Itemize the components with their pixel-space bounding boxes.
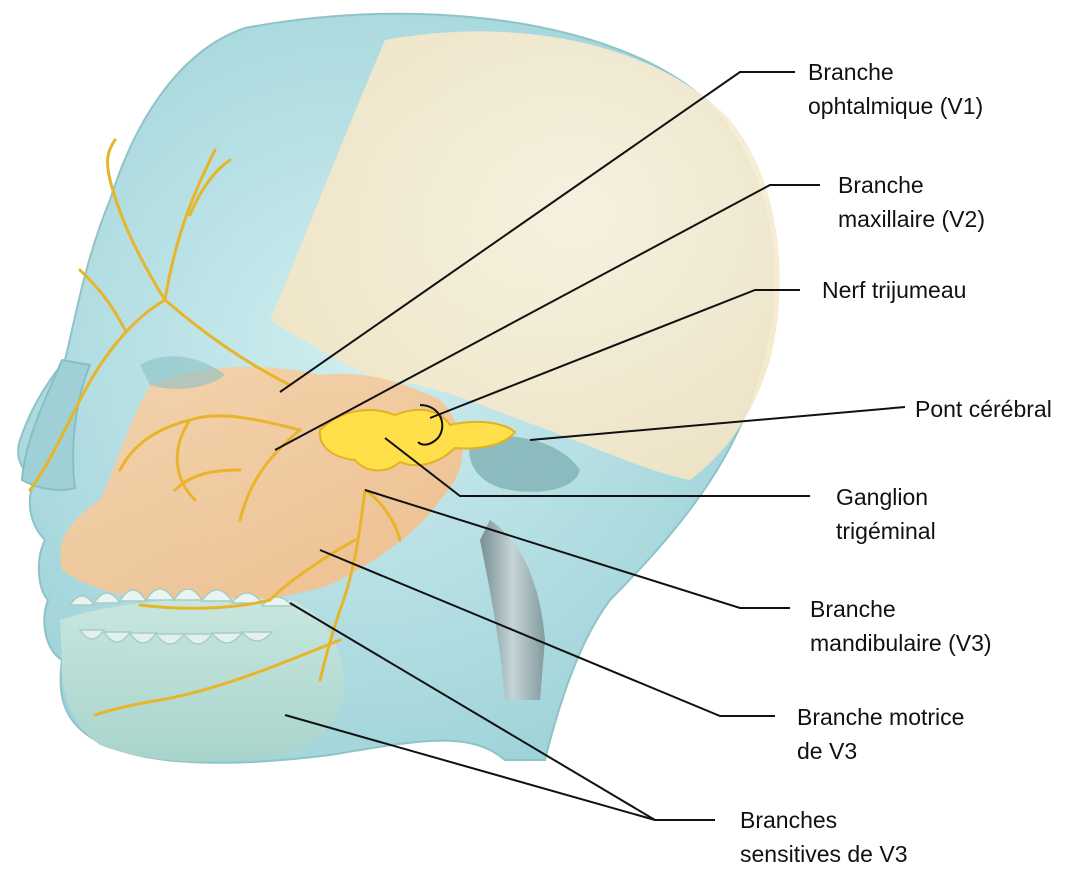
label-v3-line2: mandibulaire (V3): [810, 626, 992, 660]
label-v3: Branche mandibulaire (V3): [810, 592, 992, 660]
label-pons-line1: Pont cérébral: [915, 392, 1052, 426]
label-v2-line2: maxillaire (V2): [838, 202, 985, 236]
label-trigeminal-nerve: Nerf trijumeau: [822, 273, 966, 307]
label-v2-line1: Branche: [838, 168, 985, 202]
label-v2: Branche maxillaire (V2): [838, 168, 985, 236]
label-v1-line2: ophtalmique (V1): [808, 89, 983, 123]
label-pons: Pont cérébral: [915, 392, 1052, 426]
label-v3-motor-line1: Branche motrice: [797, 700, 964, 734]
label-v1: Branche ophtalmique (V1): [808, 55, 983, 123]
label-ganglion-line2: trigéminal: [836, 514, 936, 548]
label-v3-sensory: Branches sensitives de V3: [740, 803, 907, 871]
jaw: [60, 598, 345, 761]
label-v3-motor-line2: de V3: [797, 734, 964, 768]
label-v3-motor: Branche motrice de V3: [797, 700, 964, 768]
label-v3-sensory-line1: Branches: [740, 803, 907, 837]
label-v3-line1: Branche: [810, 592, 992, 626]
label-v3-sensory-line2: sensitives de V3: [740, 837, 907, 871]
label-trigeminal-nerve-line1: Nerf trijumeau: [822, 273, 966, 307]
label-v1-line1: Branche: [808, 55, 983, 89]
label-ganglion: Ganglion trigéminal: [836, 480, 936, 548]
label-ganglion-line1: Ganglion: [836, 480, 936, 514]
